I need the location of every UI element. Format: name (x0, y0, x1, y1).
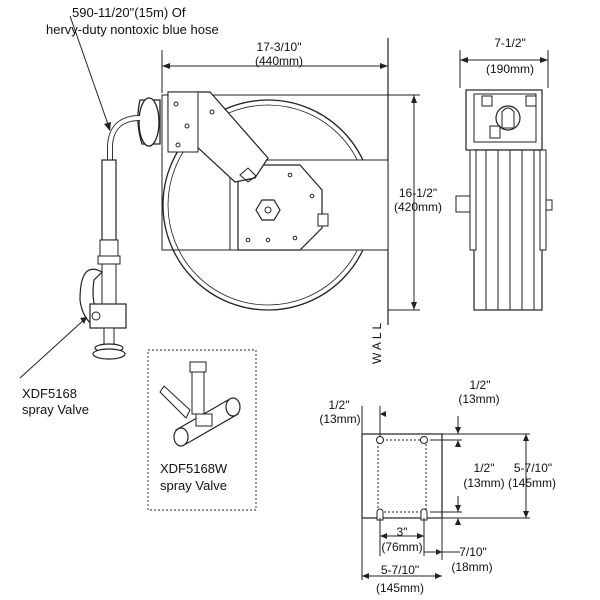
hose-note-line2: hervy-duty nontoxic blue hose (46, 22, 219, 37)
mount-top-mm: (13mm) (458, 392, 500, 406)
mount-left-mm: (13mm) (319, 412, 361, 426)
mount-height-mm: (145mm) (507, 476, 556, 490)
valve1-arrow (80, 317, 87, 324)
reel-side-view (455, 50, 553, 311)
mount-span-mm: (76mm) (381, 540, 423, 554)
mount-mid-mm: (13mm) (463, 476, 505, 490)
wall-label: WALL (370, 319, 384, 364)
valve2-name: spray Valve (160, 478, 227, 493)
width-dim-inch: 17-3/10" (256, 40, 302, 54)
depth-dim-mm: (190mm) (485, 62, 534, 76)
mount-mid-inch: 1/2" (473, 461, 495, 475)
valve1-name: spray Valve (22, 402, 89, 417)
valve1-model: XDF5168 (22, 386, 77, 401)
hose-note-leader (69, 15, 111, 131)
hose-note-arrow (104, 122, 111, 131)
reel-front-view (137, 91, 389, 311)
width-dim-mm: (440mm) (254, 54, 303, 68)
hose-and-spray-valve (79, 115, 141, 360)
mount-edge-mm: (18mm) (451, 560, 493, 574)
height-dim-mm: (420mm) (393, 200, 442, 214)
mount-width-mm: (145mm) (375, 581, 424, 595)
mount-hole-tl (376, 436, 384, 444)
valve2-model: XDF5168W (160, 461, 228, 476)
depth-dim-inch: 7-1/2" (494, 36, 526, 50)
mounting-plate (361, 406, 530, 580)
mount-hole-tr (420, 436, 428, 444)
valve1-leader (19, 317, 87, 379)
mount-left-inch: 1/2" (328, 398, 350, 412)
mount-edge-inch: 7/10" (459, 545, 487, 559)
mount-height-inch: 5-7/10" (513, 461, 553, 475)
width-dimension (161, 50, 388, 93)
height-dim-inch: 16-1/2" (398, 186, 438, 200)
mount-span-inch: 3" (396, 525, 408, 539)
valve2-inset (147, 349, 257, 511)
height-dimension (388, 94, 420, 311)
mount-width-inch: 5-7/10" (380, 563, 420, 577)
hose-note-line1: 590-11/20"(15m) Of (72, 5, 186, 20)
mount-top-inch: 1/2" (469, 378, 491, 392)
